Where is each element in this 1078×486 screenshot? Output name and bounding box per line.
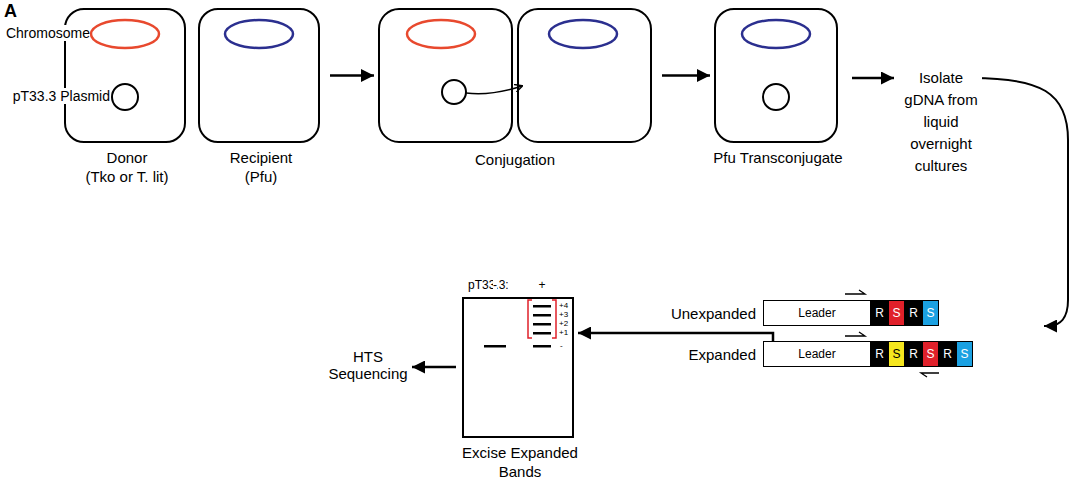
spacer-box: S [922,341,939,367]
repeat-box: R [871,341,888,367]
array-element-text: Leader [798,347,835,361]
primer-arrow [921,373,939,377]
chromosome [91,20,159,48]
process-arrow [972,78,1068,326]
gel-band [533,332,551,335]
row-label-holder: Unexpanded [671,300,756,326]
gel-band [484,345,506,348]
plasmid [763,84,789,110]
cell-outline [379,9,512,142]
row-label-holder: Expanded [688,341,756,367]
lane-label: pT33.3: [468,279,509,293]
lane-label: + [538,279,545,293]
chromosome [407,20,475,48]
array-element-text: R [875,347,884,361]
repeat-box: R [905,341,922,367]
cell-pair-outline [378,8,652,143]
process-arrow [852,77,894,80]
band-label: - [560,341,563,350]
primer-arrow [845,332,865,336]
band-label: +3 [559,310,568,319]
leader-box: Leader [763,300,871,326]
caption: Excise Expanded Bands [461,443,579,481]
node-label: Conjugation [358,150,672,169]
array-element-text: S [892,306,900,320]
process-arrow [412,366,456,369]
crispr-array: ExpandedLeaderRSRSRS [763,341,973,367]
spacer-box: S [956,341,973,367]
array-element-text: R [909,306,918,320]
part-label: Chromosome [6,25,90,41]
process-arrow [578,333,773,341]
spacer-box: S [922,300,939,326]
gel-band [533,345,551,348]
plasmid [112,84,138,110]
node-label: (Pfu) [180,167,342,186]
conjugating-cells: Conjugation [378,8,652,143]
spacer-box: S [888,300,905,326]
part-label: pT33.3 Plasmid [13,88,110,104]
primer-arrow [845,290,865,294]
node-label: (Tko or T. lit) [46,167,208,186]
repeat-box: R [939,341,956,367]
node-label: Pfu Transconjugate [696,148,860,167]
array-element-text: R [943,347,952,361]
spacer-box: S [888,341,905,367]
caption: Donor(Tko or T. lit) [46,148,208,186]
node-label: Unexpanded [671,305,756,322]
lane-label: - [493,279,497,293]
chromosome [549,20,617,48]
node-label: Excise Expanded Bands [461,443,579,481]
gel-band [533,305,551,308]
recipient-cell: Recipient(Pfu) [198,8,320,143]
node-label: Donor [46,148,208,167]
array-element-text: S [892,347,900,361]
caption: Pfu Transconjugate [696,148,860,167]
chromosome [225,20,293,48]
gel-band [533,314,551,317]
repeat-box: R [871,300,888,326]
step-label: HTS Sequencing [328,348,408,383]
process-arrow [330,74,374,77]
gel-box: Excise Expanded Bands [462,297,574,438]
repeat-box: R [905,300,922,326]
array-element-text: S [960,347,968,361]
band-label: +1 [559,328,568,337]
array-element-text: R [909,347,918,361]
leader-box: Leader [763,341,871,367]
array-element-text: Leader [798,306,835,320]
cell-outline [518,9,651,142]
caption: Recipient(Pfu) [180,148,342,186]
excise-bracket [528,300,532,338]
node-label: Expanded [688,346,756,363]
array-element-text: S [926,306,934,320]
array-element-text: S [926,347,934,361]
plasmid [442,80,466,104]
excise-bracket [552,300,556,338]
transconjugate-cell: Pfu Transconjugate [714,8,838,143]
panel-letter: A [4,1,17,22]
gel-band [533,323,551,326]
array-element-text: R [875,306,884,320]
process-arrow [662,74,710,77]
chromosome [742,20,810,48]
caption: Conjugation [358,150,672,169]
transfer-arrow [466,86,522,94]
node-label: Recipient [180,148,342,167]
step-label: Isolate gDNA from liquid overnight cultu… [900,67,982,177]
band-label: +4 [559,301,568,310]
crispr-array: UnexpandedLeaderRSRS [763,300,939,326]
band-label: +2 [559,319,568,328]
